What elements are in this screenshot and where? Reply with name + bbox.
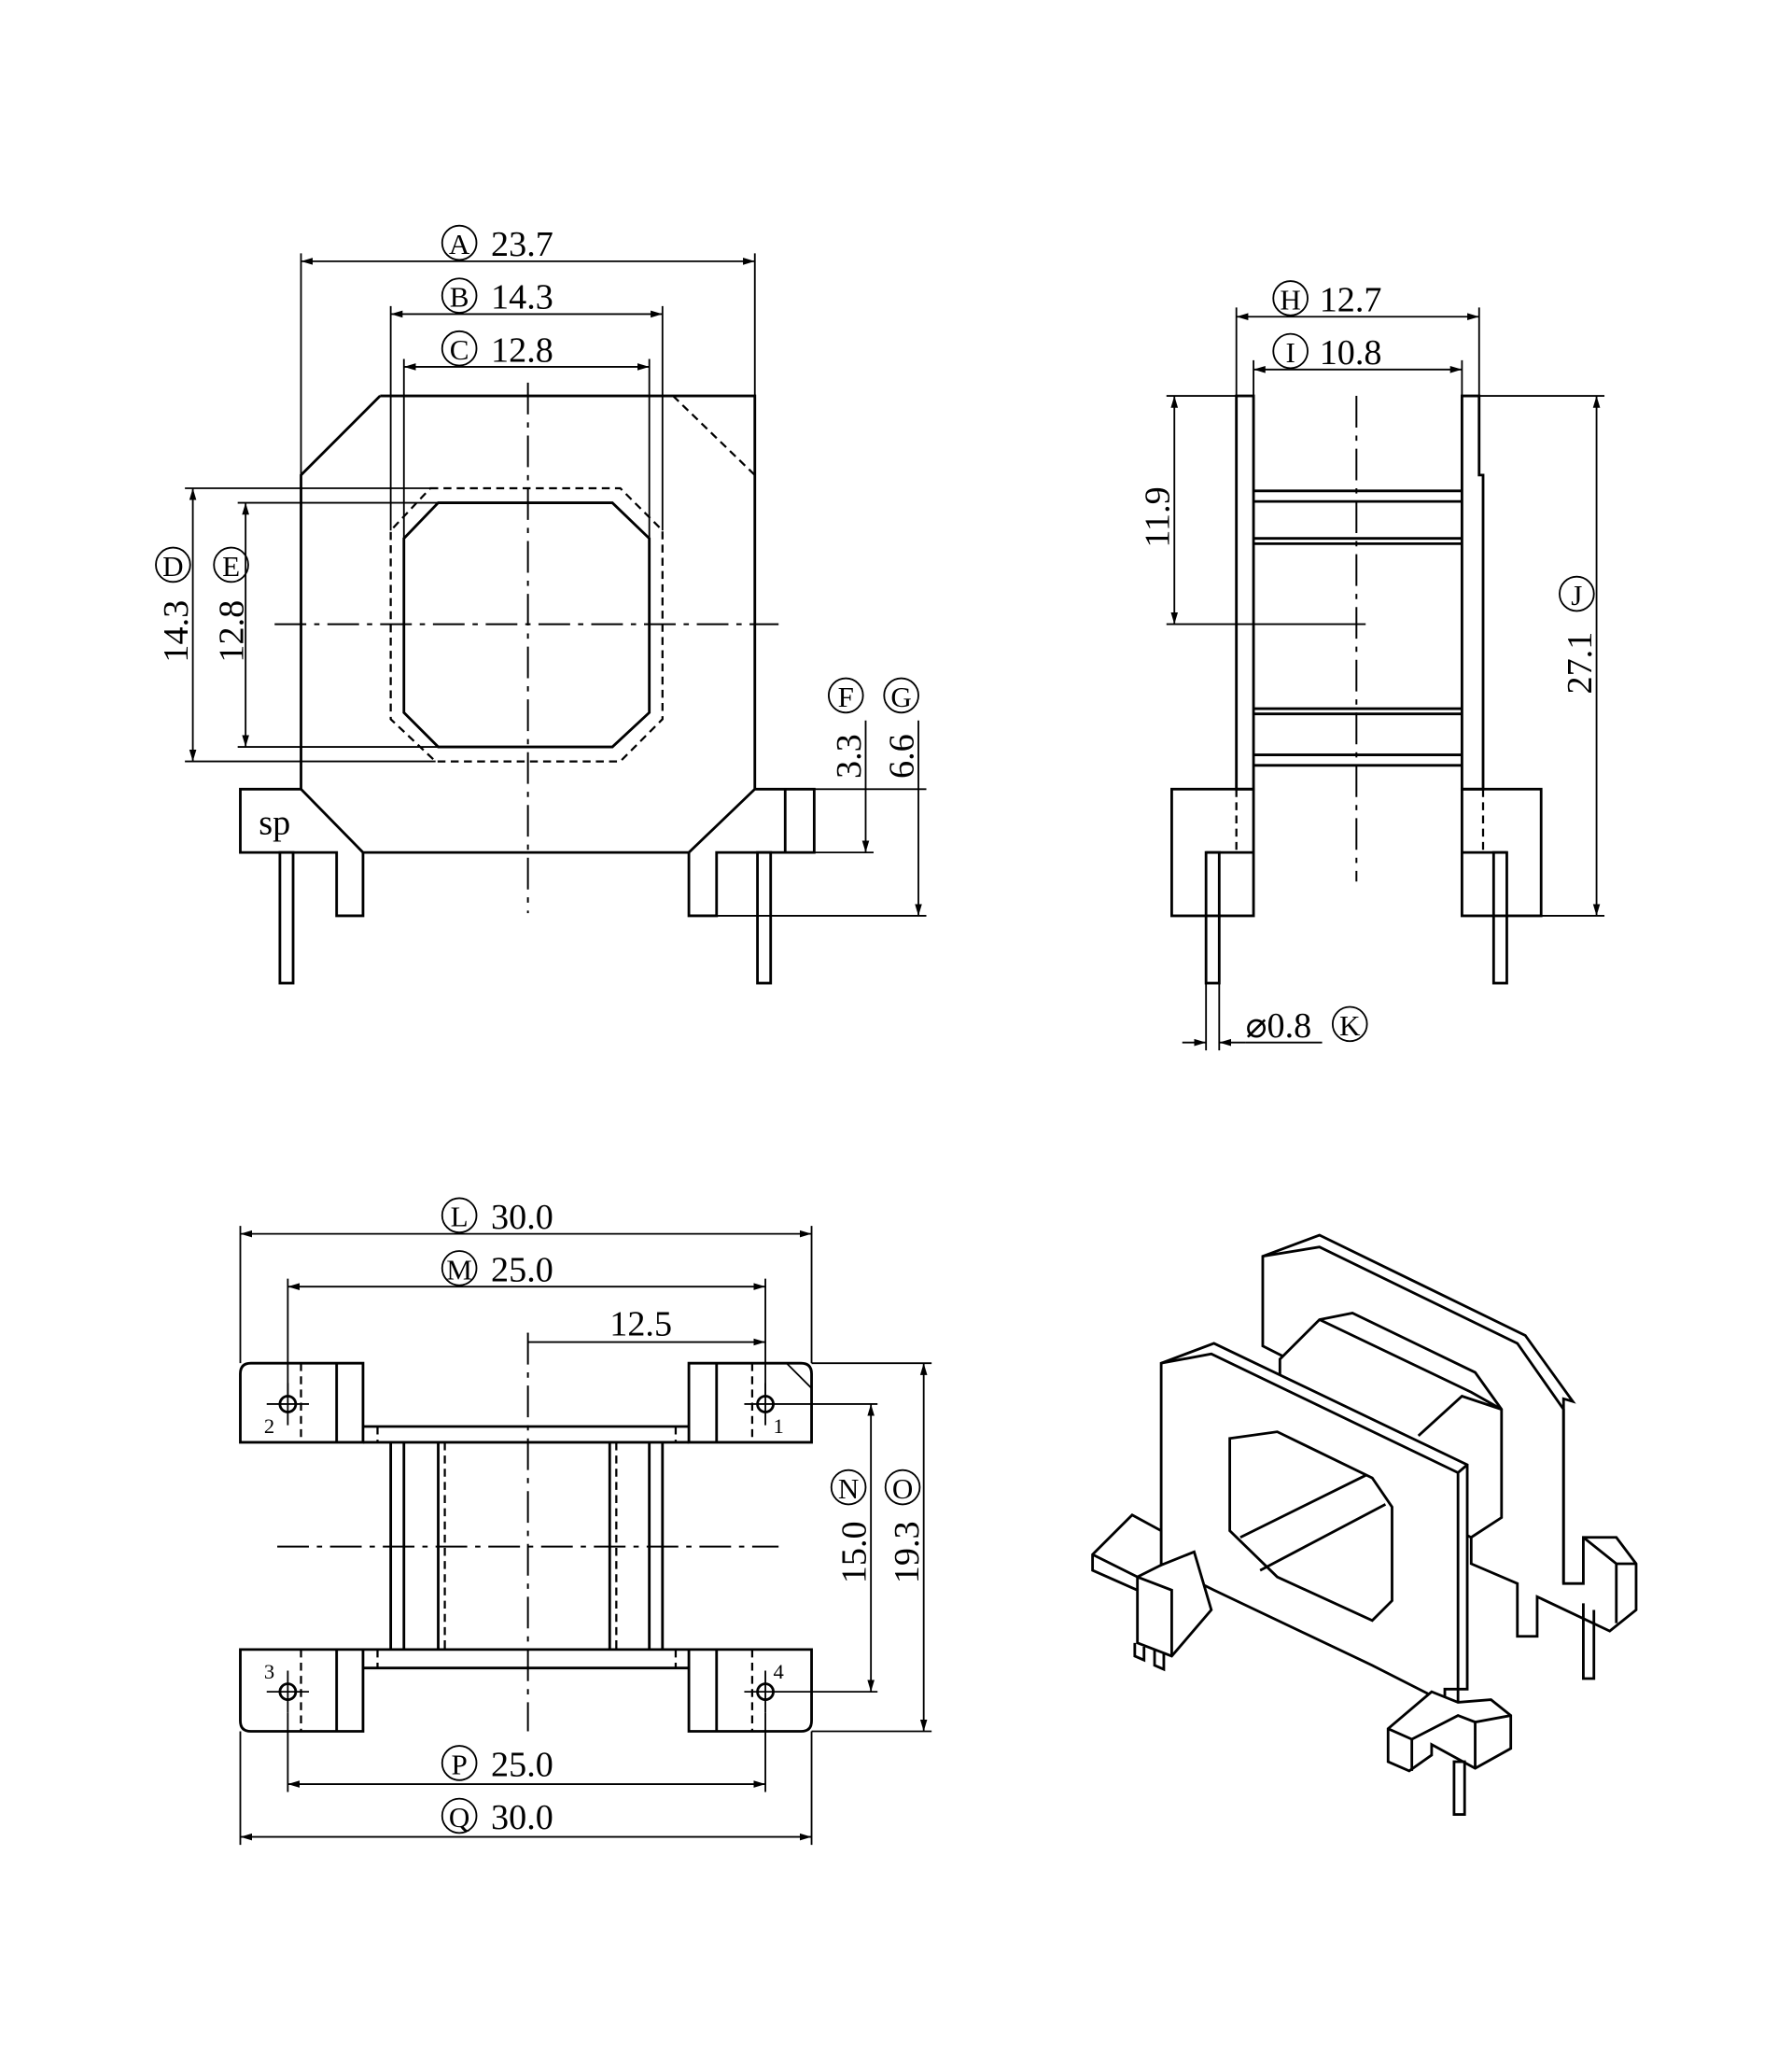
svg-text:⌀0.8: ⌀0.8: [1246, 1006, 1312, 1046]
pin: [1452, 1760, 1466, 1816]
svg-text:M: M: [446, 1253, 472, 1286]
svg-text:G: G: [890, 681, 911, 713]
dim-J: J 27.1: [1559, 575, 1600, 695]
svg-text:F: F: [838, 681, 854, 713]
dim-K: ⌀0.8 K: [1246, 1005, 1368, 1046]
pin: [1491, 850, 1508, 985]
svg-text:Q: Q: [449, 1801, 469, 1834]
svg-text:25.0: 25.0: [491, 1746, 553, 1785]
dim-I: I 10.8: [1272, 332, 1382, 372]
svg-text:B: B: [450, 281, 469, 314]
pin-holes: [266, 1383, 878, 1713]
svg-text:15.0: 15.0: [834, 1521, 874, 1583]
pin: [756, 850, 773, 985]
svg-text:E: E: [222, 550, 240, 583]
side-view: H 12.7 I 10.8 11.9 J 27.1 ⌀0.8 K: [1139, 280, 1605, 1051]
svg-text:14.3: 14.3: [491, 278, 553, 317]
pin-number-4: 4: [774, 1660, 784, 1683]
isometric-view: [1091, 1233, 1638, 1816]
svg-text:H: H: [1280, 283, 1300, 316]
dim-F: F 3.3: [827, 677, 869, 779]
dim-half-pitch: 12.5: [609, 1304, 672, 1343]
svg-text:10.8: 10.8: [1320, 333, 1382, 372]
svg-text:30.0: 30.0: [491, 1198, 553, 1237]
dim-Q: Q 30.0: [441, 1797, 553, 1837]
dim-B: B 14.3: [441, 277, 553, 317]
svg-text:14.3: 14.3: [157, 600, 196, 663]
dim-A: A 23.7: [441, 224, 553, 264]
svg-text:L: L: [451, 1201, 469, 1233]
svg-text:D: D: [162, 550, 183, 583]
svg-text:6.6: 6.6: [882, 734, 921, 779]
svg-text:19.3: 19.3: [888, 1521, 927, 1583]
svg-text:A: A: [449, 228, 470, 260]
svg-text:12.7: 12.7: [1320, 281, 1382, 320]
dim-E: E 12.8: [212, 546, 251, 663]
dim-H: H 12.7: [1272, 280, 1382, 320]
pin-number-3: 3: [264, 1660, 274, 1683]
dim-M: M 25.0: [441, 1250, 553, 1290]
sp-mark: sp: [259, 803, 290, 842]
svg-text:27.1: 27.1: [1561, 632, 1600, 695]
svg-text:30.0: 30.0: [491, 1798, 553, 1837]
pin-number-1: 1: [774, 1414, 784, 1438]
dim-D: D 14.3: [155, 546, 196, 663]
svg-text:25.0: 25.0: [491, 1251, 553, 1290]
front-view: sp A 23.7 B 14.3 C 12.8 D 14.3 E 12.8 F 3.3 G 6…: [155, 224, 927, 985]
svg-text:C: C: [450, 333, 469, 366]
dim-L: L 30.0: [441, 1197, 553, 1237]
dim-C: C 12.8: [441, 330, 553, 370]
svg-text:12.8: 12.8: [212, 600, 251, 663]
svg-text:J: J: [1571, 579, 1582, 611]
pin: [1204, 850, 1221, 985]
svg-text:O: O: [892, 1472, 913, 1505]
svg-text:I: I: [1285, 336, 1295, 369]
dim-side-height: 11.9: [1139, 486, 1178, 547]
svg-text:12.8: 12.8: [491, 330, 553, 370]
svg-text:3.3: 3.3: [830, 734, 869, 779]
dim-G: G 6.6: [882, 677, 921, 779]
dim-P: P 25.0: [441, 1745, 553, 1785]
pin: [278, 850, 295, 985]
pin-number-2: 2: [264, 1414, 274, 1438]
window-inner: [402, 501, 651, 749]
bottom-view: 1 2 3 4 L 30.0 M 25.0 12.5 N 15.0 O 19.3 P 25…: [239, 1197, 932, 1846]
dim-N: N 15.0: [830, 1469, 874, 1583]
svg-text:N: N: [838, 1472, 859, 1505]
svg-text:23.7: 23.7: [491, 225, 553, 264]
svg-text:P: P: [451, 1748, 467, 1780]
svg-text:K: K: [1339, 1009, 1361, 1042]
dim-O: O 19.3: [884, 1469, 927, 1583]
